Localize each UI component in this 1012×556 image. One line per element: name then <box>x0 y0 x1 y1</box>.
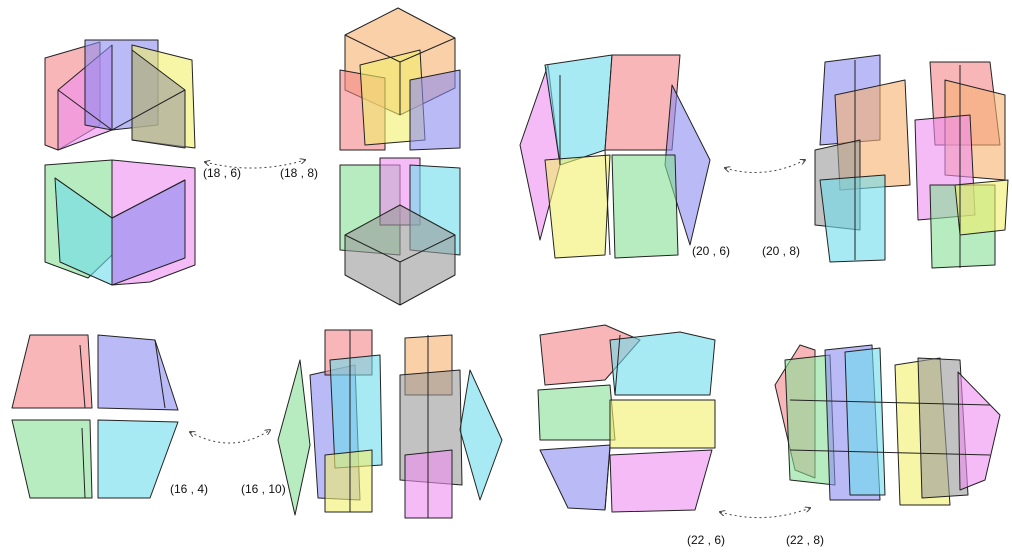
face <box>538 385 615 440</box>
label-18-6: (18 , 6) <box>203 166 241 180</box>
face <box>958 372 1000 490</box>
polyhedron-20-8 <box>815 55 1008 268</box>
transition-arrow-20 <box>725 160 805 173</box>
face <box>820 175 885 262</box>
face <box>955 180 1008 235</box>
face <box>460 370 502 500</box>
label-20-6: (20 , 6) <box>692 244 730 258</box>
polyhedron-20-6 <box>520 55 710 258</box>
transition-arrow-22 <box>720 508 810 518</box>
face <box>612 155 678 258</box>
label-22-6: (22 , 6) <box>687 533 725 547</box>
label-16-4: (16 , 4) <box>170 482 208 496</box>
face <box>610 450 712 512</box>
polyhedron-16-10 <box>278 330 502 518</box>
polyhedron-16-4 <box>12 335 178 498</box>
polyhedron-18-6 <box>45 40 195 285</box>
face <box>330 355 382 468</box>
polyhedron-18-8 <box>340 8 460 305</box>
face <box>325 450 372 512</box>
face <box>610 332 715 395</box>
face <box>98 420 178 498</box>
polyhedron-22-6 <box>538 325 715 512</box>
label-18-8: (18 , 8) <box>280 166 318 180</box>
face <box>410 70 460 150</box>
face <box>845 348 885 495</box>
face <box>540 445 610 510</box>
face <box>98 335 178 410</box>
face <box>545 155 610 258</box>
label-22-8: (22 , 8) <box>786 533 824 547</box>
label-20-8: (20 , 8) <box>762 244 800 258</box>
label-16-10: (16 , 10) <box>241 482 286 496</box>
face <box>610 400 715 448</box>
transition-arrow-16 <box>190 430 270 443</box>
polyhedron-22-8 <box>775 345 1000 505</box>
face <box>12 420 92 498</box>
